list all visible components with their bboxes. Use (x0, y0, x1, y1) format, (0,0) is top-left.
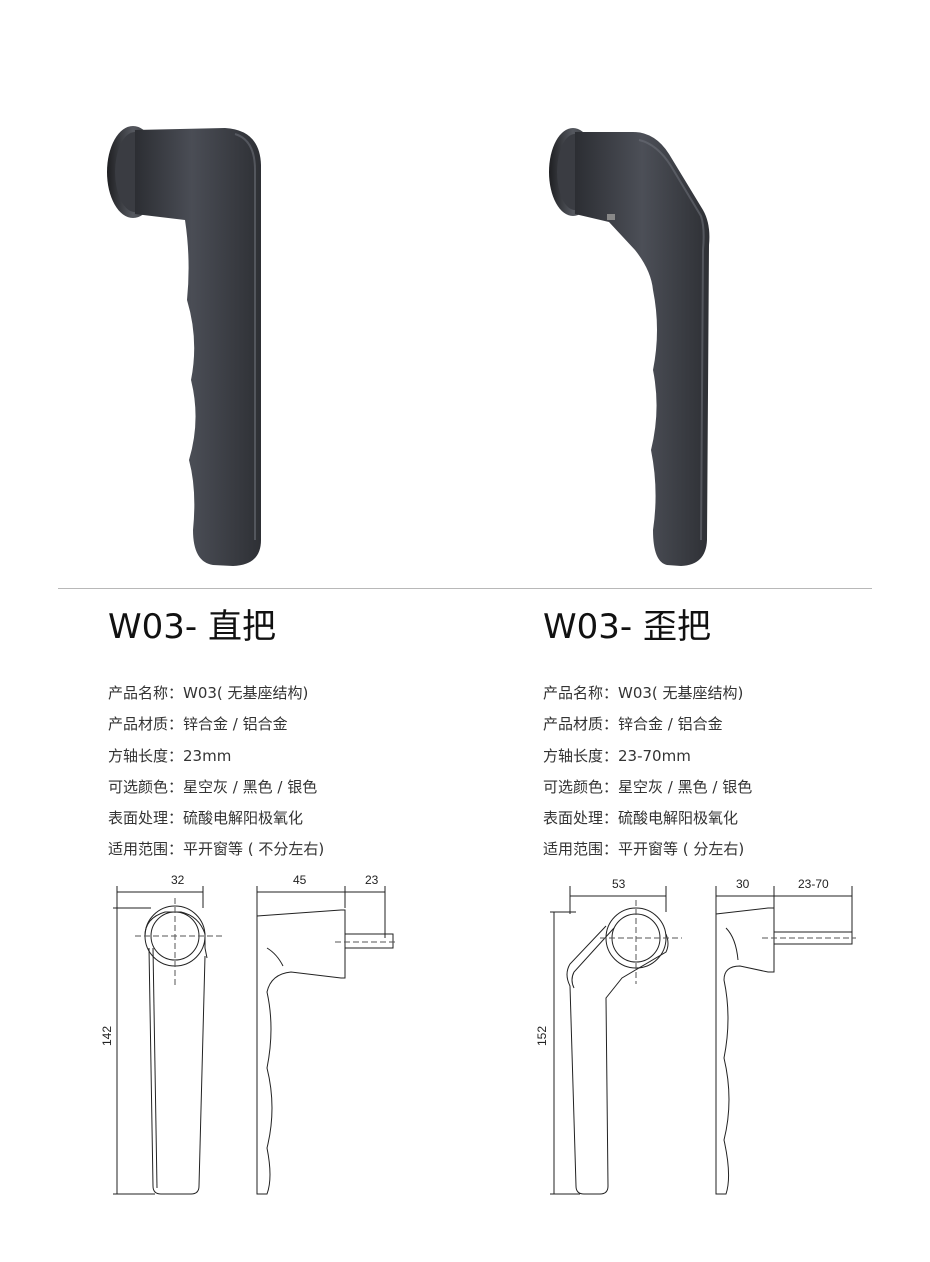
product-title: W03- 歪把 (543, 607, 711, 647)
dim-height: 152 (535, 1026, 549, 1046)
section-divider (58, 588, 872, 589)
product-info-straight: W03- 直把 产品名称：W03( 无基座结构) 产品材质：锌合金 / 铝合金 … (108, 604, 488, 866)
spec-application: 适用范围：平开窗等 ( 不分左右) (108, 840, 325, 859)
dim-spindle: 23 (365, 873, 379, 887)
spec-spindle-length: 方轴长度：23mm (108, 746, 232, 765)
spec-colors: 可选颜色：星空灰 / 黑色 / 银色 (543, 777, 753, 796)
dim-width: 32 (171, 873, 185, 887)
spec-application: 适用范围：平开窗等 ( 分左右) (543, 840, 745, 859)
spec-name: 产品名称：W03( 无基座结构) (108, 684, 309, 702)
product-title: W03- 直把 (108, 607, 276, 647)
spec-material: 产品材质：锌合金 / 铝合金 (108, 715, 288, 734)
dim-height: 142 (100, 1026, 114, 1046)
dim-depth: 30 (736, 877, 750, 891)
spec-surface: 表面处理：硫酸电解阳极氧化 (543, 809, 739, 828)
dim-spindle: 23-70 (798, 877, 829, 891)
bent-handle-drawing: 53 30 23-70 152 (535, 877, 856, 1195)
spec-name: 产品名称：W03( 无基座结构) (543, 684, 744, 702)
dim-depth: 45 (293, 873, 307, 887)
dim-width: 53 (612, 877, 626, 891)
spec-spindle-length: 方轴长度：23-70mm (543, 746, 691, 765)
spec-material: 产品材质：锌合金 / 铝合金 (543, 715, 723, 734)
spec-colors: 可选颜色：星空灰 / 黑色 / 银色 (108, 777, 318, 796)
straight-handle-photo (107, 126, 261, 566)
spec-surface: 表面处理：硫酸电解阳极氧化 (108, 809, 304, 828)
bent-handle-photo (549, 128, 710, 566)
product-info-bent: W03- 歪把 产品名称：W03( 无基座结构) 产品材质：锌合金 / 铝合金 … (543, 604, 923, 866)
straight-handle-drawing: 32 45 23 142 (100, 873, 395, 1195)
